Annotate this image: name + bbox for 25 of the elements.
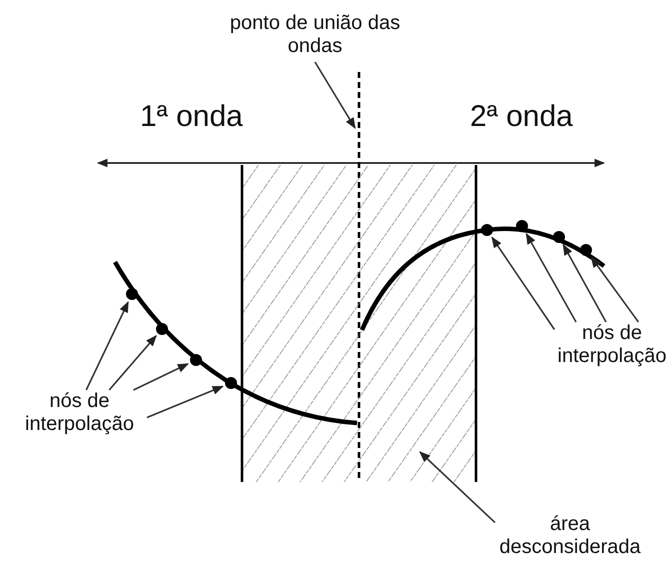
wave-label: 1ª onda [140,100,243,134]
leader-line [133,363,189,391]
callout-text: área desconsiderada [495,513,645,559]
interpolation-dot [126,288,138,300]
leader-line [562,244,607,322]
leader-line [146,386,224,418]
callout-text: nós de interpolação [552,322,672,368]
interpolation-dot [553,231,565,243]
interpolation-dot [225,377,237,389]
interpolation-dot [190,354,202,366]
callout-text: ponto de união das ondas [215,12,415,58]
leader-line [314,62,356,129]
wave-label: 2ª onda [470,100,573,134]
leader-line [86,301,129,390]
interpolation-dot [580,244,592,256]
interpolation-dot [481,224,493,236]
leader-line [491,236,556,330]
leader-line [108,334,157,391]
callout-text: nós de interpolação [12,390,147,436]
interpolation-dot [156,323,168,335]
leader-line [419,451,496,524]
leader-line [526,232,577,322]
hatched-area [242,165,476,482]
leader-line [590,256,640,322]
interpolation-dot [516,220,528,232]
